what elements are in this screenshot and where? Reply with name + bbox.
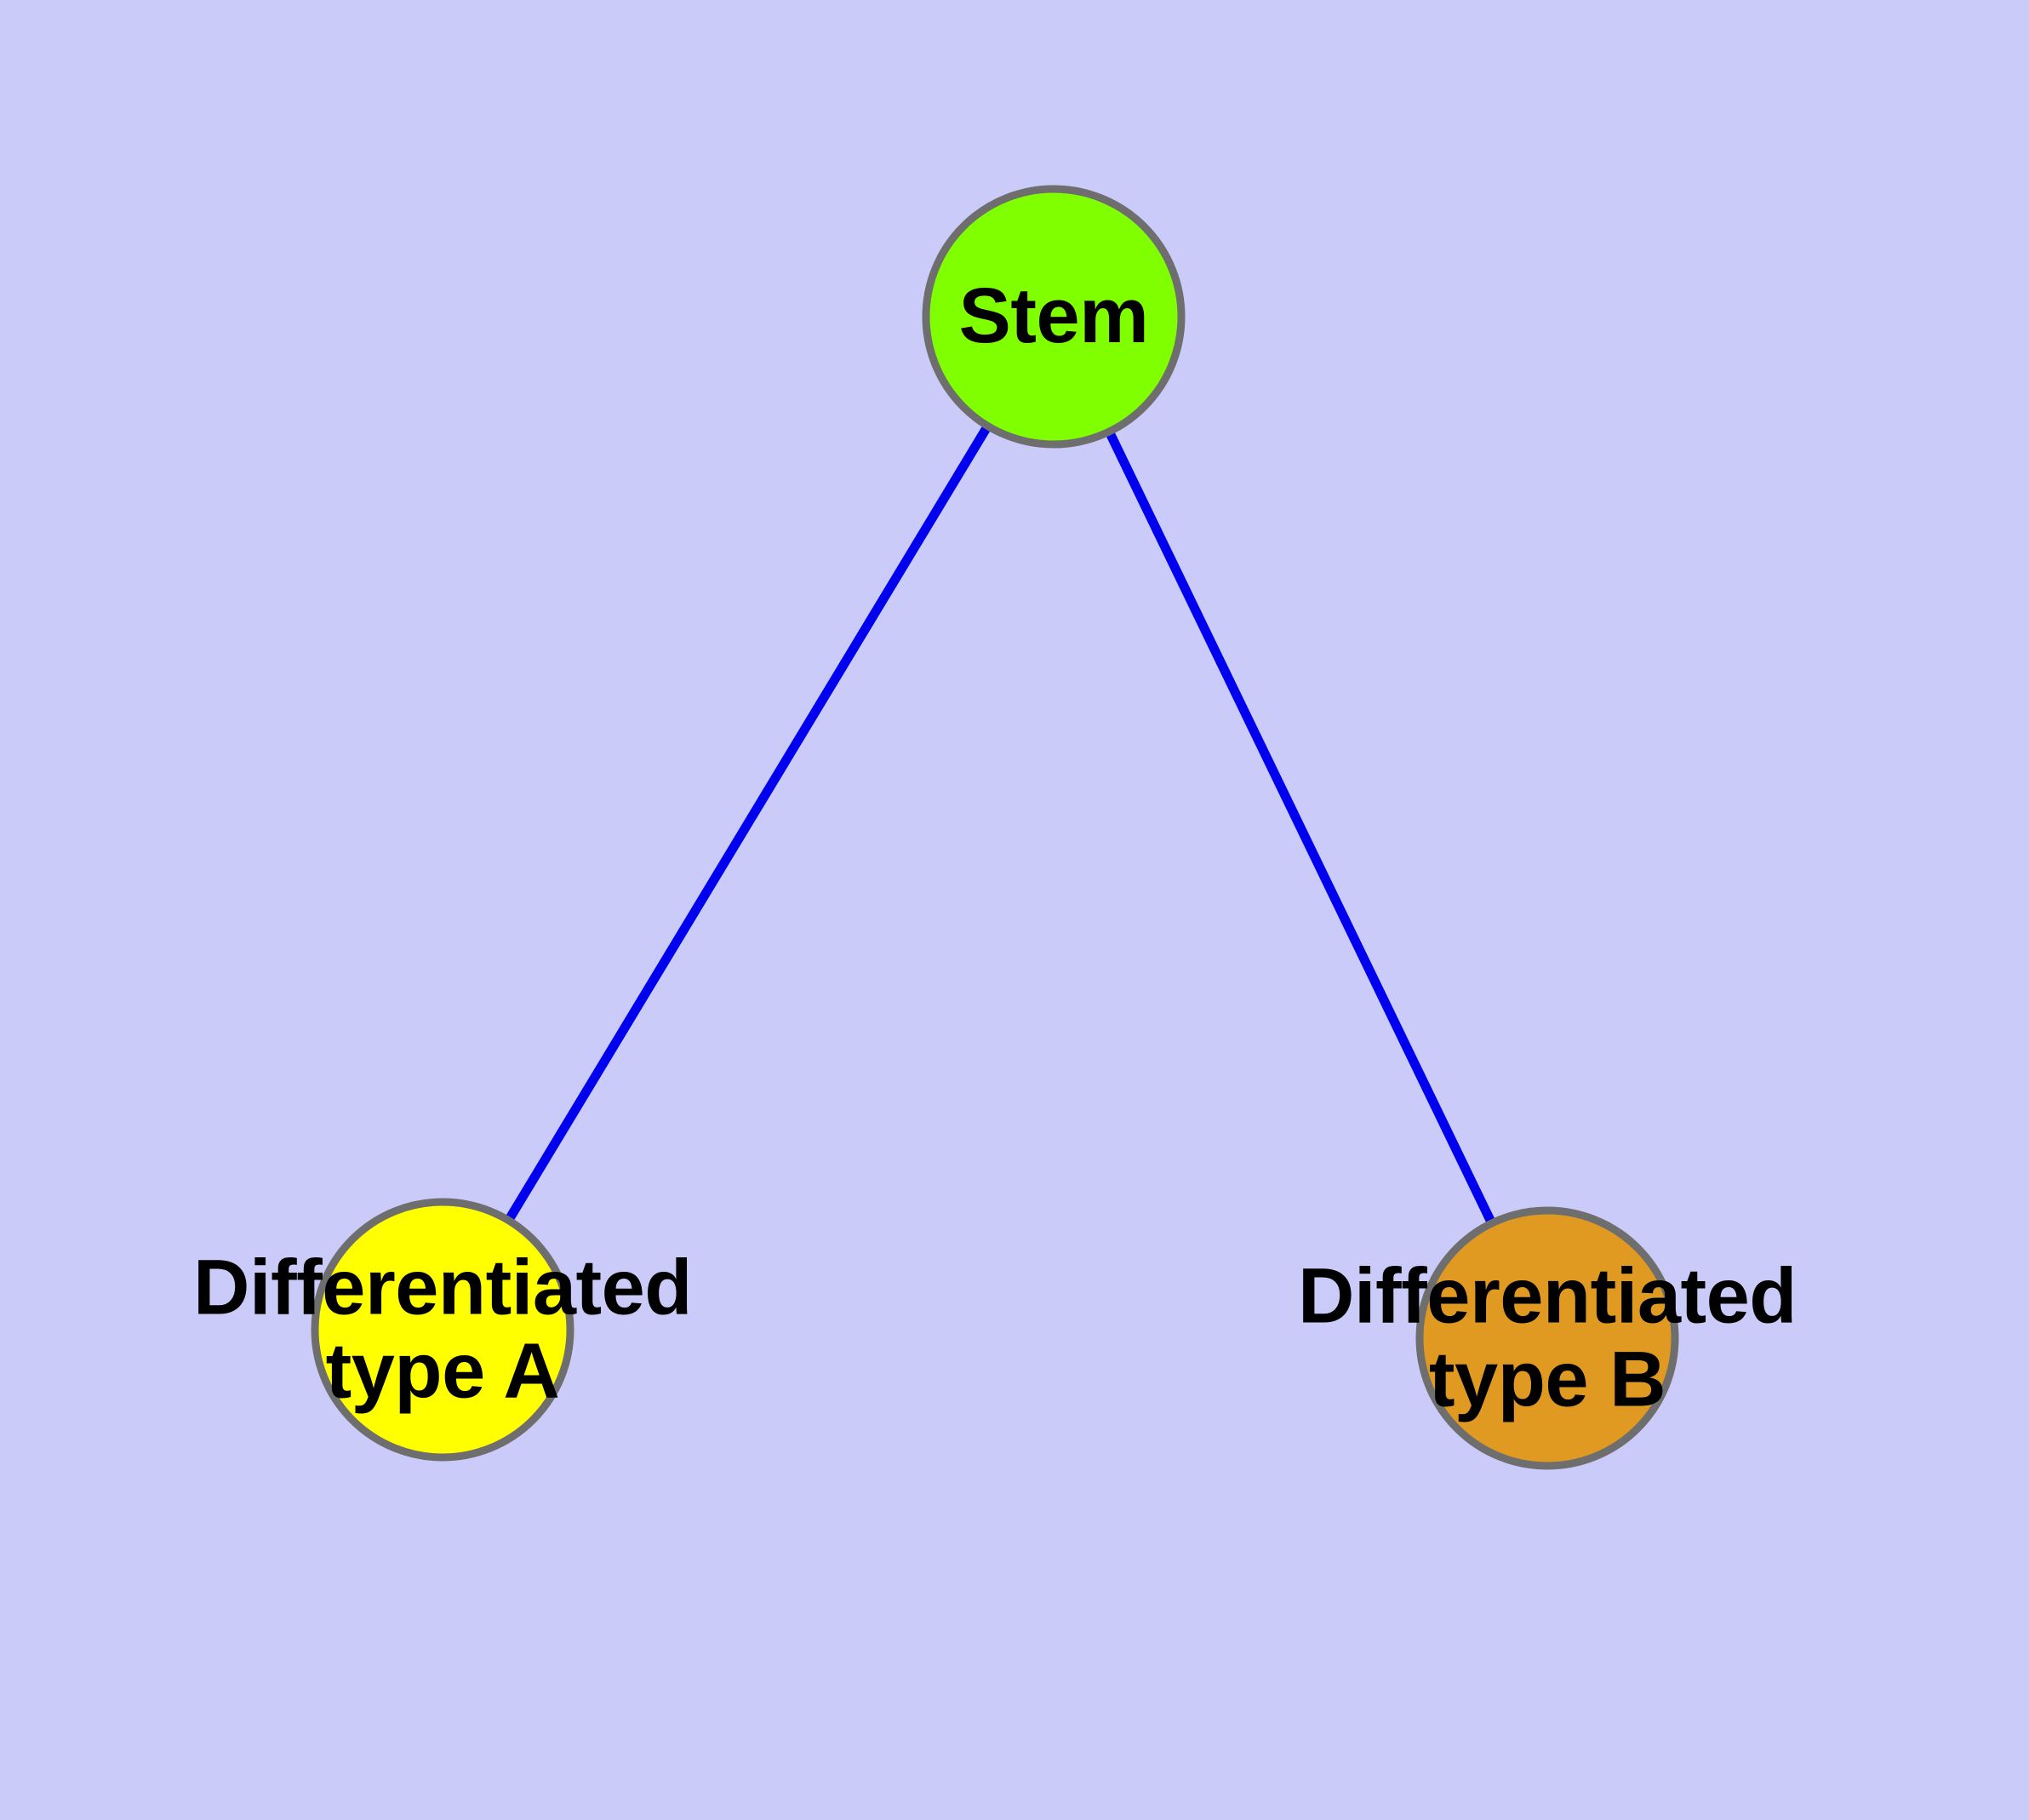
node-circle-diff-b[interactable] — [1415, 1206, 1679, 1470]
node-circle-diff-a[interactable] — [311, 1198, 574, 1462]
edge-layer — [438, 314, 1552, 1341]
node-circle-stem[interactable] — [922, 185, 1186, 449]
node-layer — [311, 185, 1679, 1470]
edge-stem-diff-a[interactable] — [438, 314, 1058, 1332]
edge-stem-diff-b[interactable] — [1049, 314, 1552, 1341]
